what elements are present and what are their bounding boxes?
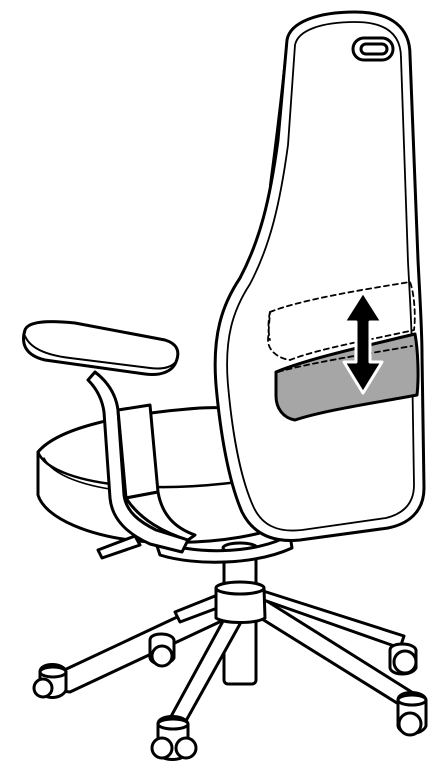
caster-front	[152, 717, 196, 760]
caster-back-right	[390, 644, 416, 674]
backrest	[215, 12, 424, 540]
handle-cutout-icon	[353, 38, 393, 60]
caster-right	[398, 693, 426, 736]
armrest-pad	[24, 322, 178, 375]
caster-back-left	[150, 634, 174, 666]
caster-left	[34, 665, 66, 698]
